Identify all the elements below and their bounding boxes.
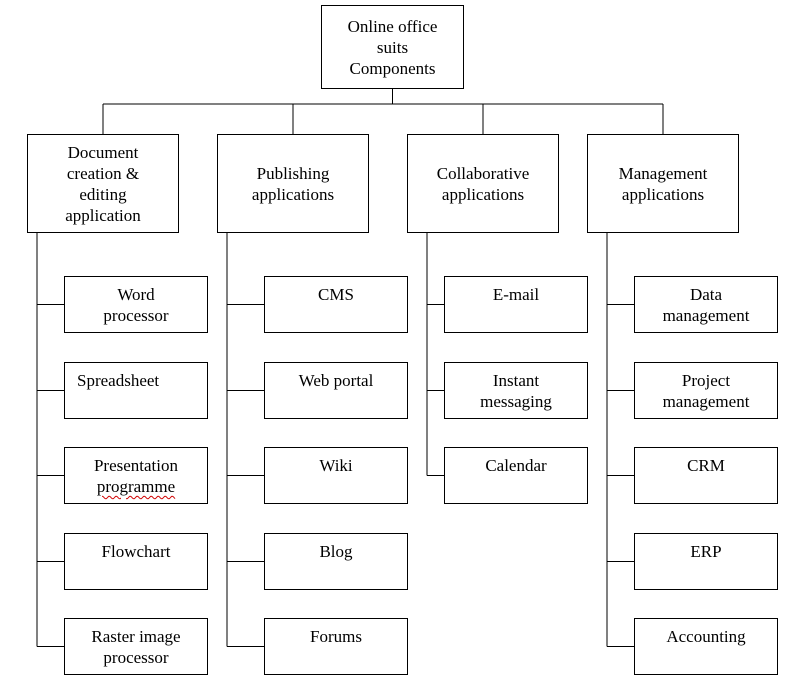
root-box-line-1: Online office <box>347 16 438 36</box>
category-box-3-line-1: Collaborative <box>436 163 530 183</box>
item-box-3-2-line-2: messaging <box>480 392 552 411</box>
item-box-1-5-line-1: Raster image <box>91 627 181 646</box>
item-box-2-1-line-1: CMS <box>318 285 354 304</box>
category-box-1-line-4: application <box>65 205 141 225</box>
item-box-3-2-line-1: Instant <box>492 371 540 390</box>
item-box-1-4-line-1: Flowchart <box>101 542 171 561</box>
item-box-1-3-line-1: Presentation <box>93 456 179 475</box>
item-box-1-5: Raster image processor <box>64 618 208 675</box>
category-box-1-line-1: Document <box>67 142 139 162</box>
item-box-4-1-line-2: management <box>662 306 750 325</box>
item-box-2-4-line-1: Blog <box>319 542 353 561</box>
item-box-4-1: Data management <box>634 276 778 333</box>
root-box-line-2: suits <box>376 37 409 57</box>
category-box-4-line-1: Management <box>618 163 708 183</box>
item-box-2-5: Forums <box>264 618 408 675</box>
category-box-2-line-1: Publishing <box>256 163 330 183</box>
item-box-4-4-line-1: ERP <box>690 542 722 561</box>
category-box-1-line-2: creation & <box>66 163 140 183</box>
item-box-4-5-line-1: Accounting <box>666 627 746 646</box>
item-box-4-2-line-2: management <box>662 392 750 411</box>
item-box-1-1: Word processor <box>64 276 208 333</box>
item-box-1-1-line-1: Word <box>117 285 155 304</box>
item-box-1-2: Spreadsheet <box>64 362 208 419</box>
item-box-1-3-line-2: programme <box>96 477 176 496</box>
category-box-4-line-2: applications <box>621 184 705 204</box>
category-box-1-line-3: editing <box>79 184 127 204</box>
item-box-2-4: Blog <box>264 533 408 590</box>
category-box-3-line-2: applications <box>441 184 525 204</box>
item-box-1-3: Presentation programme <box>64 447 208 504</box>
item-box-1-2-line-1: Spreadsheet <box>77 371 160 390</box>
item-box-4-2: Project management <box>634 362 778 419</box>
item-box-2-3-line-1: Wiki <box>319 456 353 475</box>
root-box-line-3: Components <box>349 58 436 78</box>
item-box-3-3-line-1: Calendar <box>485 456 547 475</box>
item-box-4-4: ERP <box>634 533 778 590</box>
item-box-3-2: Instant messaging <box>444 362 588 419</box>
item-box-2-1: CMS <box>264 276 408 333</box>
item-box-2-5-line-1: Forums <box>310 627 362 646</box>
item-box-4-5: Accounting <box>634 618 778 675</box>
category-box-2-line-2: applications <box>251 184 335 204</box>
item-box-4-1-line-1: Data <box>689 285 723 304</box>
item-box-4-3: CRM <box>634 447 778 504</box>
item-box-1-4: Flowchart <box>64 533 208 590</box>
item-box-3-1-line-1: E-mail <box>492 285 540 304</box>
item-box-2-3: Wiki <box>264 447 408 504</box>
item-box-4-3-line-1: CRM <box>687 456 725 475</box>
item-box-2-2: Web portal <box>264 362 408 419</box>
item-box-3-3: Calendar <box>444 447 588 504</box>
item-box-1-1-line-2: processor <box>103 306 169 325</box>
item-box-1-5-line-2: processor <box>103 648 169 667</box>
item-box-4-2-line-1: Project <box>681 371 731 390</box>
item-box-2-2-line-1: Web portal <box>298 371 374 390</box>
item-box-3-1: E-mail <box>444 276 588 333</box>
